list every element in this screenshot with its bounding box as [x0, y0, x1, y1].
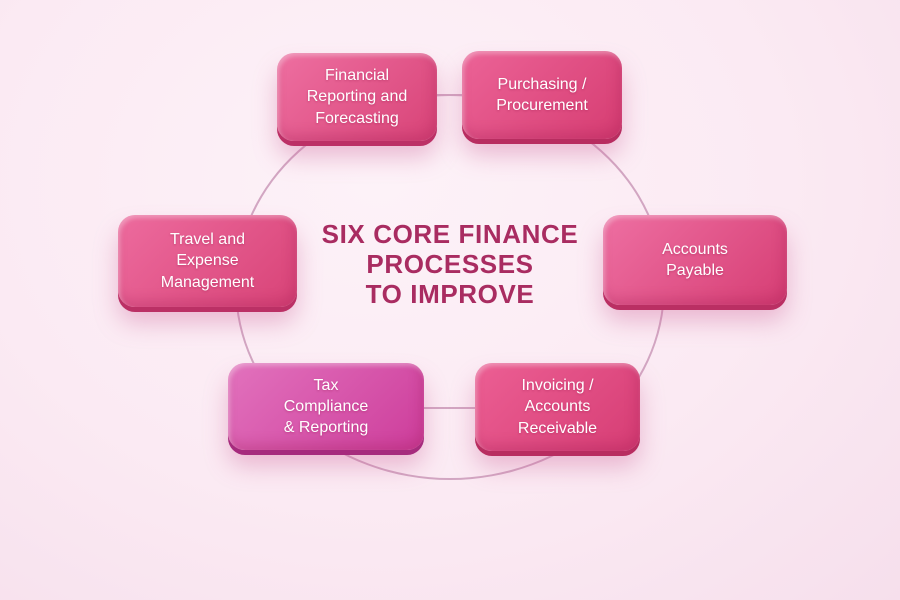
title-line-1: SIX CORE FINANCE [321, 219, 579, 249]
process-box-label: Purchasing / Procurement [496, 75, 588, 114]
process-box-label: Financial Reporting and Forecasting [306, 67, 408, 127]
process-box-invoicing-accounts-receivable: Invoicing / Accounts Receivable [475, 363, 640, 451]
title-line-3: TO IMPROVE [365, 279, 535, 309]
process-box-travel-and-expense-management: Travel and Expense Management [118, 215, 297, 307]
process-box-label: Accounts Payable [662, 240, 728, 279]
process-box-label: Invoicing / Accounts Receivable [517, 377, 598, 437]
process-box-label: Tax Compliance & Reporting [283, 376, 369, 437]
diagram-title: SIX CORE FINANCE PROCESSES TO IMPROVE [290, 219, 610, 309]
process-box-accounts-payable: Accounts Payable [603, 215, 787, 305]
process-box-tax-compliance-and-reporting: Tax Compliance & Reporting [228, 363, 424, 450]
process-box-purchasing-procurement: Purchasing / Procurement [462, 51, 622, 139]
title-line-2: PROCESSES [366, 249, 534, 279]
connector-top-boxes [437, 94, 463, 96]
process-box-financial-reporting-and-forecasting: Financial Reporting and Forecasting [277, 53, 437, 141]
process-box-label: Travel and Expense Management [160, 231, 255, 291]
connector-bottom-boxes [423, 407, 475, 409]
